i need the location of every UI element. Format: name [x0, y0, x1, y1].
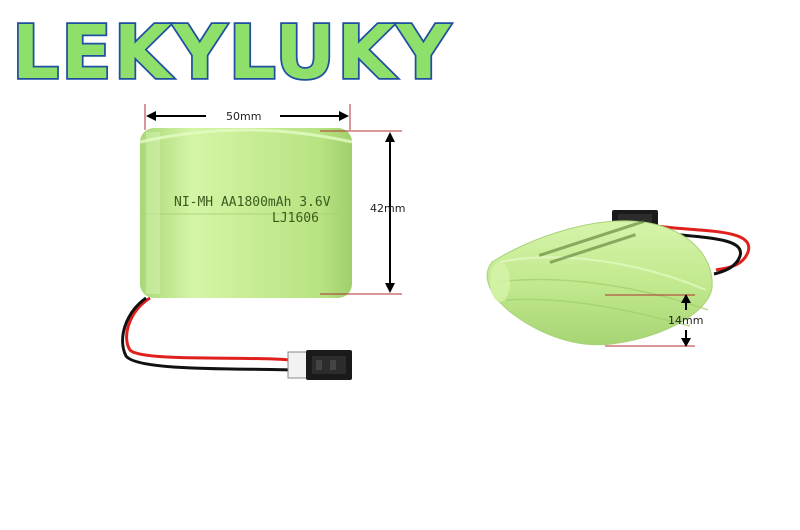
height-label: 42mm [370, 202, 405, 215]
height-dimension: 42mm [320, 130, 405, 295]
battery-body [140, 128, 352, 298]
brand-logo: LEKYLUKY [10, 8, 452, 98]
battery-pack-side [486, 210, 751, 346]
side-wire-black [653, 230, 742, 276]
depth-dimension: 14mm [605, 294, 703, 347]
wire-black [121, 296, 291, 372]
connector [287, 350, 352, 380]
width-dimension: 50mm [144, 104, 351, 130]
battery-pack-front: NI-MH AA1800mAh 3.6V LJ1606 [121, 128, 353, 380]
width-label: 50mm [226, 110, 261, 123]
battery-print-line1: NI-MH AA1800mAh 3.6V [174, 195, 331, 210]
brand-logo-text: LEKYLUKY [12, 10, 452, 96]
battery-print-line2: LJ1606 [272, 211, 319, 226]
depth-label: 14mm [668, 314, 703, 327]
wire-red [125, 296, 291, 362]
